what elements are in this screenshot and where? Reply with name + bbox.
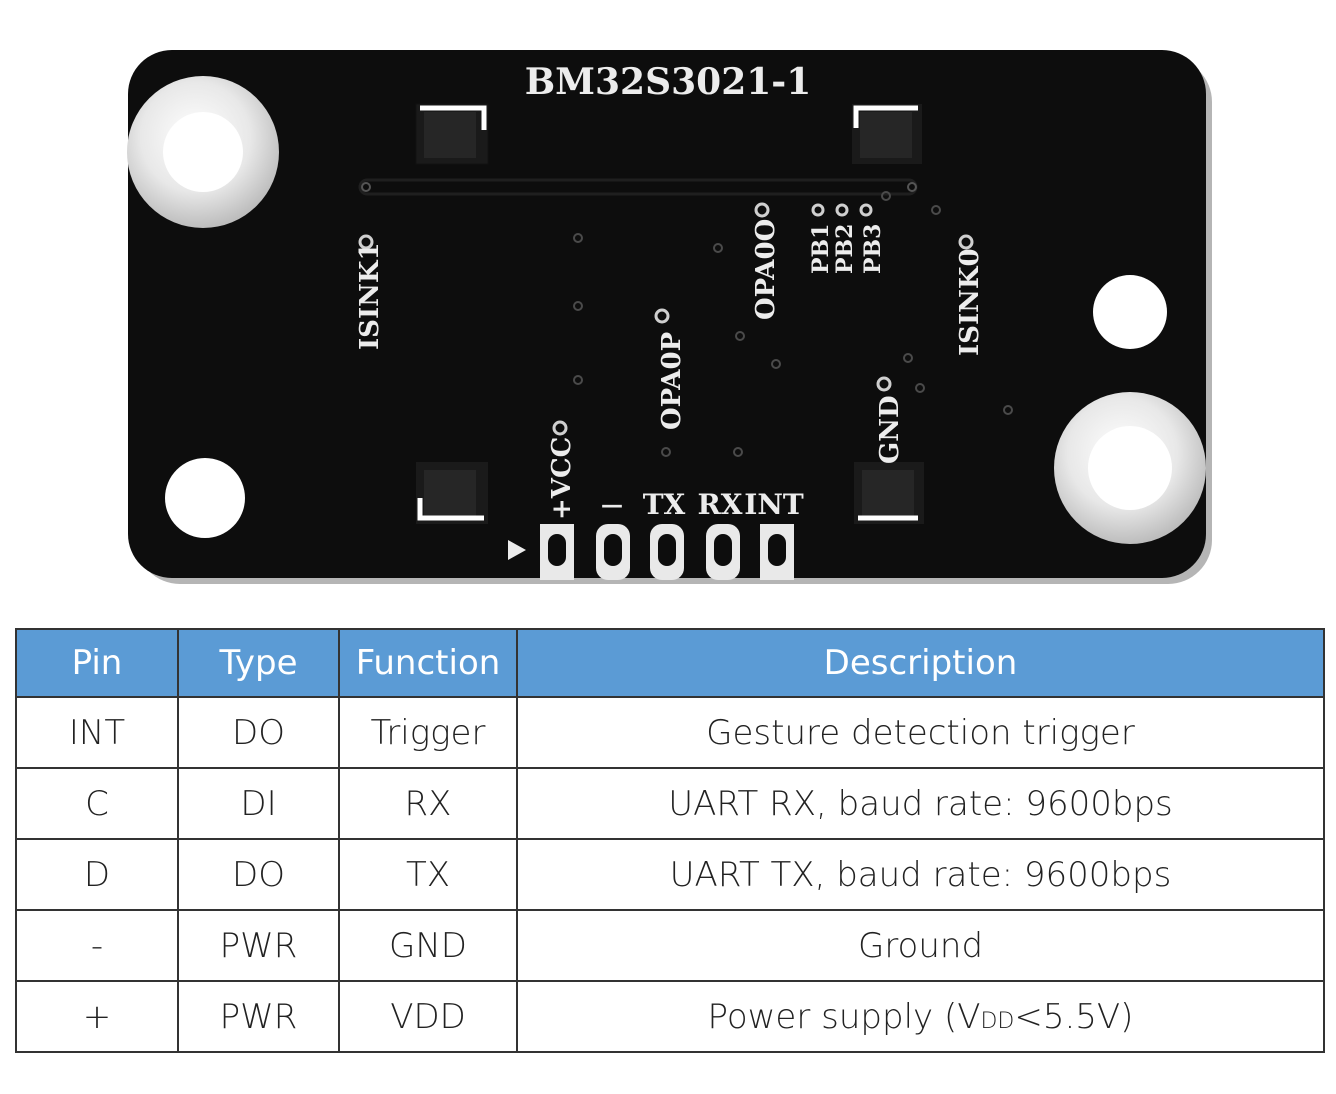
silk-minus: — — [601, 492, 623, 518]
cell-description: UART TX, baud rate: 9600bps — [516, 838, 1325, 911]
header-pin-vcc — [540, 524, 574, 580]
silk-isink0: ISINK0 — [955, 248, 985, 356]
vias — [573, 191, 1013, 457]
mounting-hole-right — [1093, 275, 1167, 349]
silk-pb1: PB1 — [808, 224, 834, 274]
table-header-row: Pin Type Function Description — [15, 628, 1325, 698]
cell-description: UART RX, baud rate: 9600bps — [516, 767, 1325, 840]
cell-function: RX — [338, 767, 518, 840]
pcb-board-drawing: BM32S3021-1 ISINK1 ISINK0 OPA0P OPA0O PB… — [127, 50, 1212, 584]
description-suffix: <5.5V) — [1014, 996, 1134, 1037]
pcb-photo: BM32S3021-1 ISINK1 ISINK0 OPA0P OPA0O PB… — [127, 50, 1212, 584]
mounting-hole-bottom-left — [165, 458, 245, 538]
table-row: - PWR GND Ground — [15, 909, 1325, 982]
description-prefix: Power supply (V — [707, 996, 981, 1037]
cell-description: Power supply (VDD<5.5V) — [516, 980, 1325, 1053]
cell-pin: D — [15, 838, 179, 911]
cell-function: GND — [338, 909, 518, 982]
cell-type: DI — [177, 767, 340, 840]
cell-function: VDD — [338, 980, 518, 1053]
silk-gnd: GND — [875, 395, 905, 464]
silk-rx: RX — [698, 488, 743, 521]
ir-sensor-top-left — [415, 103, 489, 165]
header-pin-int — [760, 524, 794, 580]
pin-table: Pin Type Function Description INT DO Tri… — [15, 628, 1325, 1053]
cell-function: TX — [338, 838, 518, 911]
trace — [358, 178, 918, 196]
header-pin: Pin — [15, 628, 179, 698]
ir-sensor-top-right — [852, 104, 922, 164]
cell-pin: - — [15, 909, 179, 982]
cell-type: DO — [177, 696, 340, 769]
table-row: C DI RX UART RX, baud rate: 9600bps — [15, 767, 1325, 840]
cell-description: Ground — [516, 909, 1325, 982]
silk-isink1: ISINK1 — [355, 242, 385, 350]
cell-type: PWR — [177, 909, 340, 982]
cell-type: DO — [177, 838, 340, 911]
silk-vcc: +VCC — [547, 437, 577, 520]
table-row: D DO TX UART TX, baud rate: 9600bps — [15, 838, 1325, 911]
mounting-hole-bottom-right — [1054, 392, 1206, 544]
description-subscript: DD — [980, 1008, 1015, 1034]
pin1-arrow-icon — [508, 540, 526, 560]
silk-pb2: PB2 — [832, 224, 858, 274]
cell-description: Gesture detection trigger — [516, 696, 1325, 769]
table-row: INT DO Trigger Gesture detection trigger — [15, 696, 1325, 769]
silk-opa0p: OPA0P — [657, 332, 687, 430]
cell-pin: + — [15, 980, 179, 1053]
header-pin-tx — [650, 524, 684, 580]
mounting-hole-top-left — [127, 76, 279, 228]
silk-pb3: PB3 — [860, 224, 886, 274]
header-pin-rx — [706, 524, 740, 580]
test-pads — [358, 202, 974, 436]
table-row: + PWR VDD Power supply (VDD<5.5V) — [15, 980, 1325, 1053]
header-type: Type — [177, 628, 340, 698]
header-pin-gnd — [596, 524, 630, 580]
header-function: Function — [338, 628, 518, 698]
ir-sensor-bottom-left — [416, 462, 488, 524]
silk-int: INT — [744, 488, 804, 521]
cell-type: PWR — [177, 980, 340, 1053]
ir-sensor-bottom-right — [854, 462, 924, 524]
cell-pin: C — [15, 767, 179, 840]
header-description: Description — [516, 628, 1325, 698]
silk-opa0o: OPA0O — [751, 219, 781, 320]
header-pins — [540, 524, 794, 580]
silk-tx: TX — [643, 488, 686, 521]
cell-pin: INT — [15, 696, 179, 769]
cell-function: Trigger — [338, 696, 518, 769]
board-model-label: BM32S3021-1 — [525, 61, 812, 103]
